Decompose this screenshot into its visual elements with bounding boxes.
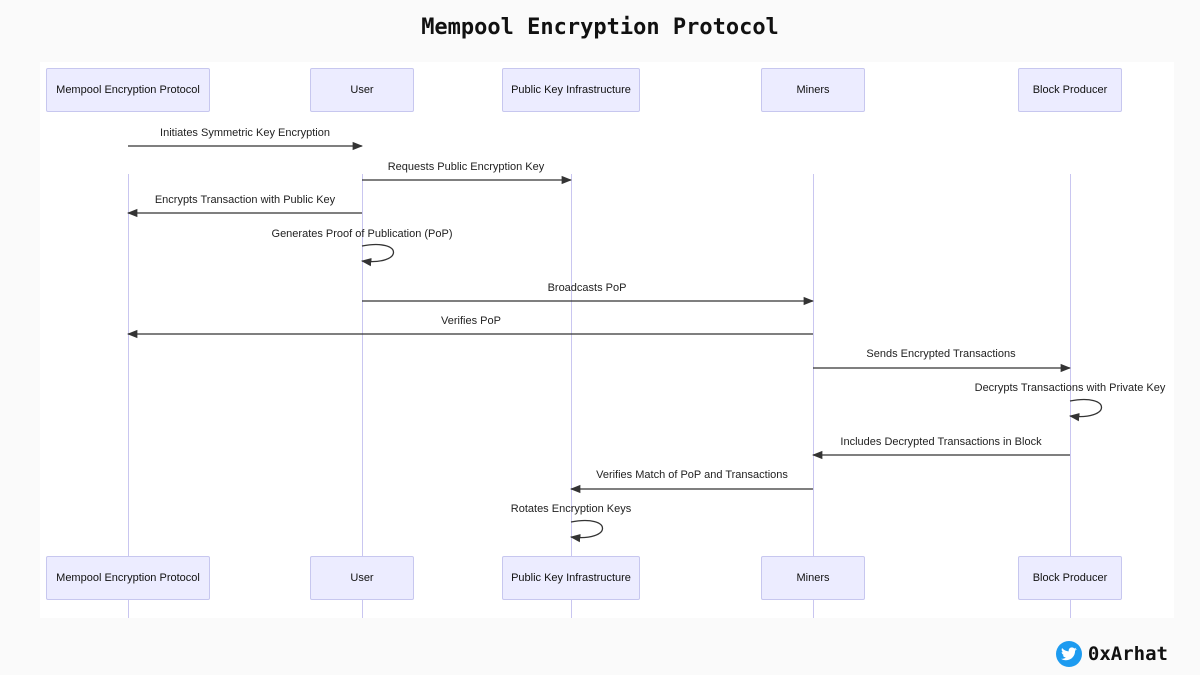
self-message-arrow — [1068, 399, 1102, 422]
message-label: Sends Encrypted Transactions — [866, 348, 1016, 360]
participant-user-top: User — [310, 68, 414, 112]
participant-user-bottom: User — [310, 556, 414, 600]
sequence-diagram: Mempool Encryption Protocol User Public … — [40, 62, 1174, 618]
message-label: Verifies PoP — [441, 315, 501, 327]
lifeline-miners — [813, 174, 814, 618]
participant-miners-top: Miners — [761, 68, 865, 112]
participant-miners-bottom: Miners — [761, 556, 865, 600]
message-label: Decrypts Transactions with Private Key — [974, 382, 1166, 394]
message-label: Generates Proof of Publication (PoP) — [271, 228, 453, 240]
lifeline-public-key-infrastructure — [571, 174, 572, 618]
message-arrows — [126, 141, 1102, 543]
message-label: Encrypts Transaction with Public Key — [154, 194, 336, 206]
self-message-arrow — [360, 244, 394, 267]
participant-mempool-encryption-protocol-bottom: Mempool Encryption Protocol — [46, 556, 210, 600]
participant-block-producer-bottom: Block Producer — [1018, 556, 1122, 600]
twitter-bird-icon — [1055, 641, 1082, 667]
participant-mempool-encryption-protocol-top: Mempool Encryption Protocol — [46, 68, 210, 112]
message-label: Initiates Symmetric Key Encryption — [160, 127, 330, 139]
lifeline-block-producer — [1070, 174, 1071, 618]
message-label: Includes Decrypted Transactions in Block — [840, 436, 1042, 448]
message-label: Requests Public Encryption Key — [387, 161, 545, 173]
participant-public-key-infrastructure-top: Public Key Infrastructure — [502, 68, 640, 112]
participant-block-producer-top: Block Producer — [1018, 68, 1122, 112]
self-message-arrow — [569, 520, 603, 543]
message-label: Verifies Match of PoP and Transactions — [596, 469, 788, 481]
participant-public-key-infrastructure-bottom: Public Key Infrastructure — [502, 556, 640, 600]
handle-text: 0xArhat — [1087, 643, 1168, 665]
lifeline-user — [362, 174, 363, 618]
message-label: Rotates Encryption Keys — [510, 503, 632, 515]
message-label: Broadcasts PoP — [547, 282, 627, 294]
lifeline-mempool-encryption-protocol — [128, 174, 129, 618]
page-title: Mempool Encryption Protocol — [421, 15, 779, 40]
author-handle: 0xArhat — [1055, 641, 1168, 667]
